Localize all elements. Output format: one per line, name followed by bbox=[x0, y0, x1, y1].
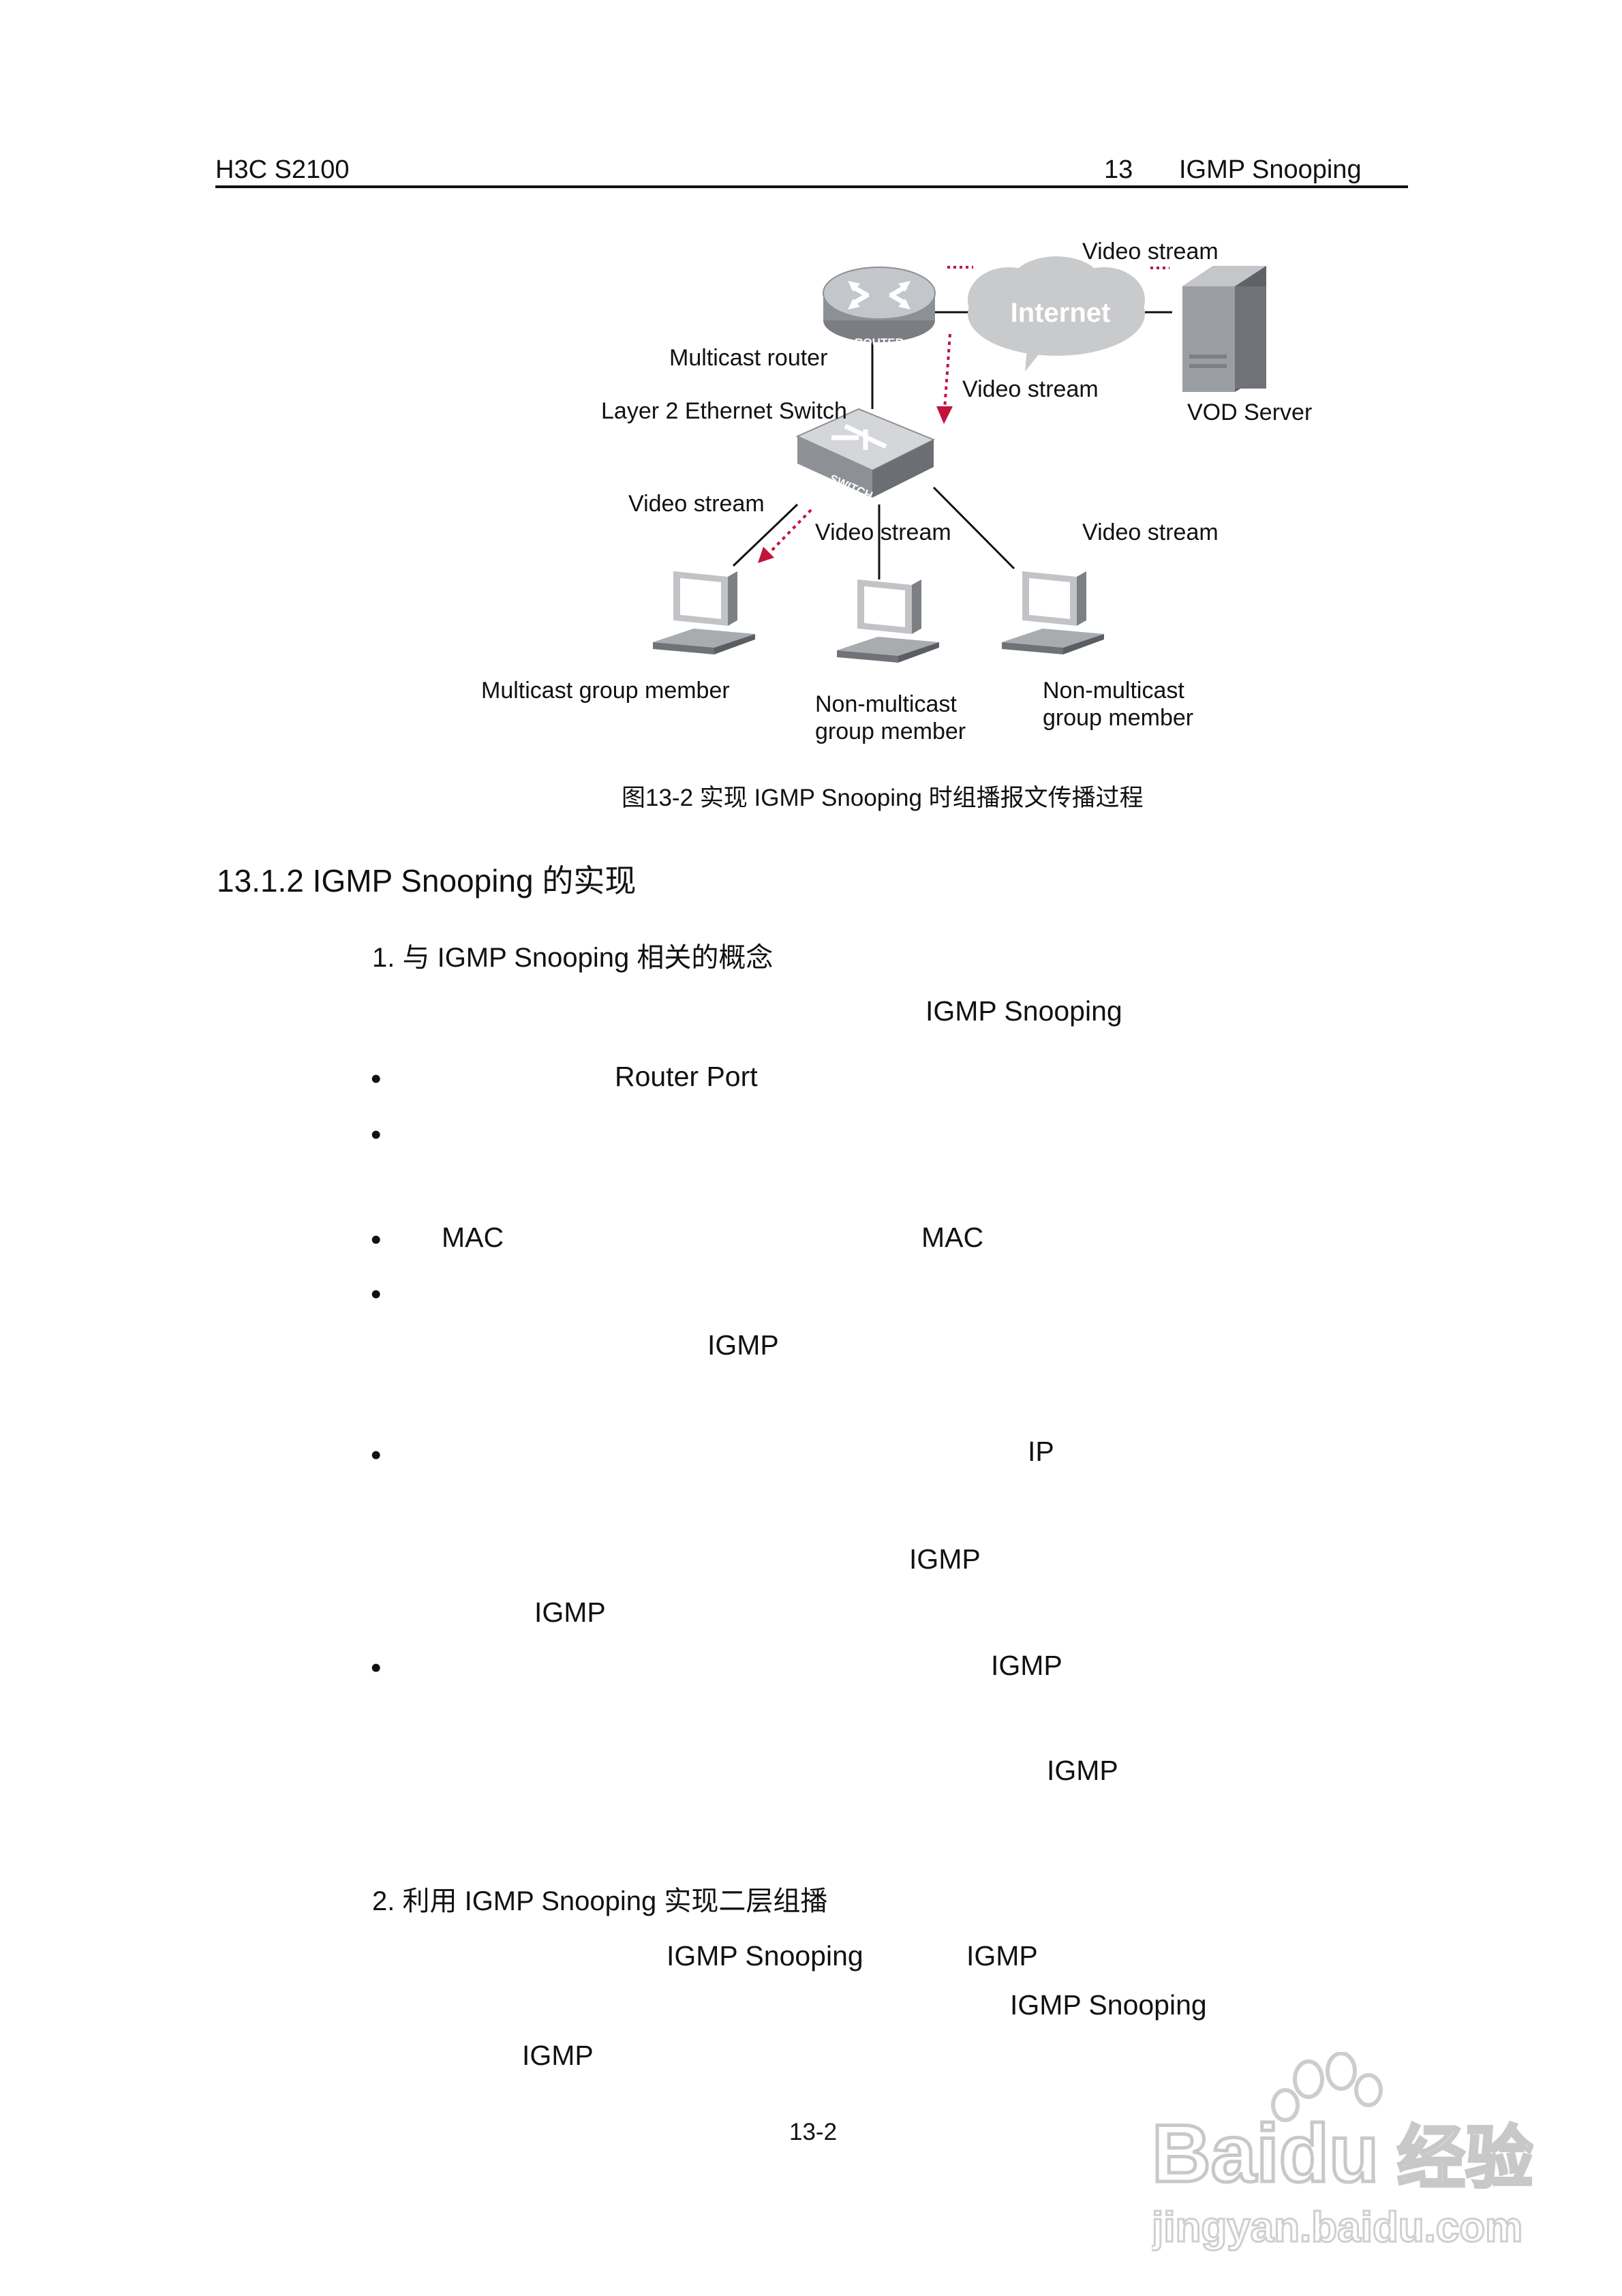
text-fragment: IGMP bbox=[966, 1940, 1038, 1972]
label-non-multicast-1-line1: Non-multicast bbox=[815, 691, 957, 717]
switch-nonmember2-link bbox=[932, 486, 1015, 570]
text-fragment: IGMP Snooping bbox=[667, 1940, 863, 1972]
header-chapter-number: 13 bbox=[1104, 155, 1133, 184]
internet-cloud-icon bbox=[968, 256, 1145, 372]
label-layer2-switch: Layer 2 Ethernet Switch bbox=[601, 398, 847, 424]
label-vod-server: VOD Server bbox=[1187, 399, 1313, 425]
label-non-multicast-2-line2: group member bbox=[1043, 705, 1194, 731]
label-video-stream-left: Video stream bbox=[628, 491, 765, 517]
subsection-1-title: 1. 与 IGMP Snooping 相关的概念 bbox=[372, 943, 774, 973]
bullet: • bbox=[371, 1118, 382, 1151]
label-video-stream-right: Video stream bbox=[1082, 519, 1219, 545]
watermark-url: jingyan.baidu.com bbox=[1152, 2204, 1522, 2251]
label-non-multicast-1-line2: group member bbox=[815, 719, 966, 744]
paw-icon bbox=[1271, 2052, 1383, 2122]
label-video-stream-mid: Video stream bbox=[962, 376, 1099, 402]
stream-arrow-member bbox=[767, 509, 812, 555]
vod-server-icon bbox=[1182, 266, 1266, 392]
label-non-multicast-2-line1: Non-multicast bbox=[1043, 678, 1184, 704]
text-fragment: MAC bbox=[921, 1222, 984, 1253]
switch-icon bbox=[795, 408, 936, 498]
label-video-stream-center: Video stream bbox=[815, 519, 951, 545]
bullet: • bbox=[371, 1278, 382, 1311]
text-fragment: IGMP bbox=[707, 1329, 779, 1361]
router-icon bbox=[823, 267, 936, 342]
stream-arrowhead-member bbox=[758, 547, 774, 563]
figure-caption: 图13-2 实现 IGMP Snooping 时组播报文传播过程 bbox=[622, 785, 1144, 811]
page-number: 13-2 bbox=[789, 2119, 838, 2145]
text-fragment: Router Port bbox=[615, 1061, 758, 1092]
section-title: 13.1.2 IGMP Snooping 的实现 bbox=[217, 863, 637, 898]
text-fragment: IGMP Snooping bbox=[925, 995, 1122, 1027]
internet-label: Internet bbox=[1011, 298, 1111, 328]
header-product: H3C S2100 bbox=[215, 155, 350, 184]
text-fragment: IGMP bbox=[991, 1650, 1062, 1681]
member-computer-icon bbox=[653, 571, 755, 654]
stream-arrow-router-down bbox=[943, 333, 951, 410]
text-fragment: IGMP Snooping bbox=[1010, 1989, 1207, 2021]
text-fragment: IGMP bbox=[909, 1543, 981, 1575]
watermark-brand-cn: 经验 bbox=[1397, 2118, 1533, 2198]
label-multicast-group-member: Multicast group member bbox=[481, 678, 730, 704]
switch-member-link bbox=[732, 503, 799, 567]
text-fragment: IGMP bbox=[1047, 1755, 1118, 1786]
nonmember-computer-icon bbox=[837, 579, 939, 663]
label-multicast-router: Multicast router bbox=[669, 345, 828, 371]
text-fragment: IGMP bbox=[534, 1597, 606, 1628]
bullet: • bbox=[371, 1062, 382, 1096]
subsection-2-title: 2. 利用 IGMP Snooping 实现二层组播 bbox=[372, 1886, 828, 1916]
baidu-jingyan-watermark: Baidu 经验 jingyan.baidu.com bbox=[1152, 2052, 1533, 2252]
nonmember-computer-icon bbox=[1002, 571, 1104, 654]
watermark-brand: Baidu bbox=[1152, 2108, 1379, 2199]
stream-arrowhead-router bbox=[936, 406, 953, 424]
text-fragment: MAC bbox=[442, 1222, 504, 1253]
router-label: ROUTER bbox=[855, 336, 904, 349]
bullet: • bbox=[371, 1223, 382, 1256]
bullet: • bbox=[371, 1438, 382, 1472]
text-fragment: IP bbox=[1028, 1436, 1054, 1467]
text-fragment: IGMP bbox=[522, 2040, 594, 2071]
multicast-network-diagram: ROUTER Internet SWITCH bbox=[653, 256, 1266, 663]
bullet: • bbox=[371, 1651, 382, 1685]
header-rule bbox=[215, 185, 1408, 188]
header-chapter-title: IGMP Snooping bbox=[1179, 155, 1362, 184]
label-video-stream-top: Video stream bbox=[1082, 239, 1219, 265]
